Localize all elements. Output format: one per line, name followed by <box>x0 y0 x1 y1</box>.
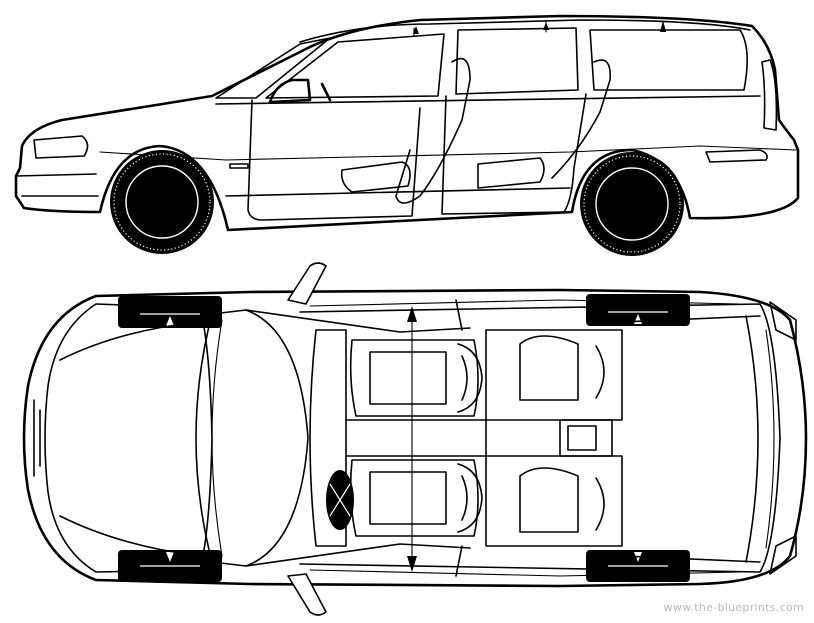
top-steering-spokes <box>329 483 351 517</box>
side-rear-rim <box>595 167 669 241</box>
side-roof-arrow-4 <box>413 26 419 34</box>
side-rear-seat <box>551 59 611 179</box>
top-front-grille <box>33 399 41 477</box>
side-rear-window <box>455 27 579 95</box>
side-front-seat-cushion <box>340 161 411 193</box>
top-rear-right-seat <box>485 455 623 547</box>
top-hood-crease-2 <box>59 515 201 557</box>
side-cargo-window <box>589 29 748 91</box>
top-b-pillar-right <box>455 545 463 577</box>
top-a-pillar-right <box>245 543 471 567</box>
side-belt-line <box>215 95 761 105</box>
side-rear-seat-cushion <box>477 157 545 189</box>
top-front-right-seat <box>349 459 483 537</box>
top-cargo-area <box>621 315 761 563</box>
side-front-rim <box>125 165 199 239</box>
side-rear-tyre-tread <box>583 155 681 253</box>
side-roof-arrow-5 <box>543 22 549 30</box>
top-hood <box>44 303 213 573</box>
top-side-glass-left <box>309 299 741 307</box>
top-hood-crease-1 <box>59 321 201 361</box>
top-left-taillight <box>769 301 797 341</box>
side-rear-lamp-cluster <box>761 59 778 131</box>
side-windscreen <box>215 37 331 99</box>
side-roof-rail <box>299 19 751 43</box>
top-side-glass-right <box>309 569 741 577</box>
top-right-mirror <box>287 573 327 616</box>
top-rear-glass <box>765 329 775 549</box>
side-mirror <box>268 78 312 104</box>
top-center-console <box>345 419 487 457</box>
top-rear-armrest <box>559 419 613 457</box>
side-rear-door-cut <box>441 93 587 215</box>
top-windscreen-inner <box>211 319 223 557</box>
top-right-taillight <box>769 535 797 575</box>
top-body-outline <box>22 288 808 588</box>
top-front-left-seat <box>349 339 483 417</box>
top-roof-right <box>299 437 781 573</box>
side-front-door-cut <box>247 99 421 221</box>
side-roof-arrow-3 <box>660 20 666 32</box>
top-dashboard <box>309 329 347 547</box>
top-wheel-marks <box>140 311 668 567</box>
side-rear-tyre <box>580 152 684 256</box>
side-front-tyre-tread <box>113 153 211 251</box>
top-b-pillar-left <box>455 299 463 331</box>
side-front-seat <box>395 57 471 204</box>
watermark-text: www.the-blueprints.com <box>663 601 804 614</box>
top-roof-left <box>299 303 781 439</box>
side-body-outline <box>14 14 800 232</box>
top-rear-left-seat <box>485 329 623 421</box>
top-a-pillar-left <box>245 309 471 333</box>
side-view <box>14 14 800 256</box>
side-front-tyre <box>110 150 214 254</box>
side-rear-wheel <box>580 152 684 256</box>
side-front-bumper <box>15 173 99 197</box>
side-taillight <box>705 149 768 163</box>
side-headlight <box>33 135 89 159</box>
top-front-left-wheel <box>118 296 222 328</box>
side-b-pillar-line <box>320 82 332 102</box>
top-left-mirror <box>287 262 327 305</box>
side-indicator <box>229 163 249 169</box>
side-front-window <box>265 33 445 99</box>
top-view <box>22 262 808 616</box>
side-front-wheel <box>110 150 214 254</box>
